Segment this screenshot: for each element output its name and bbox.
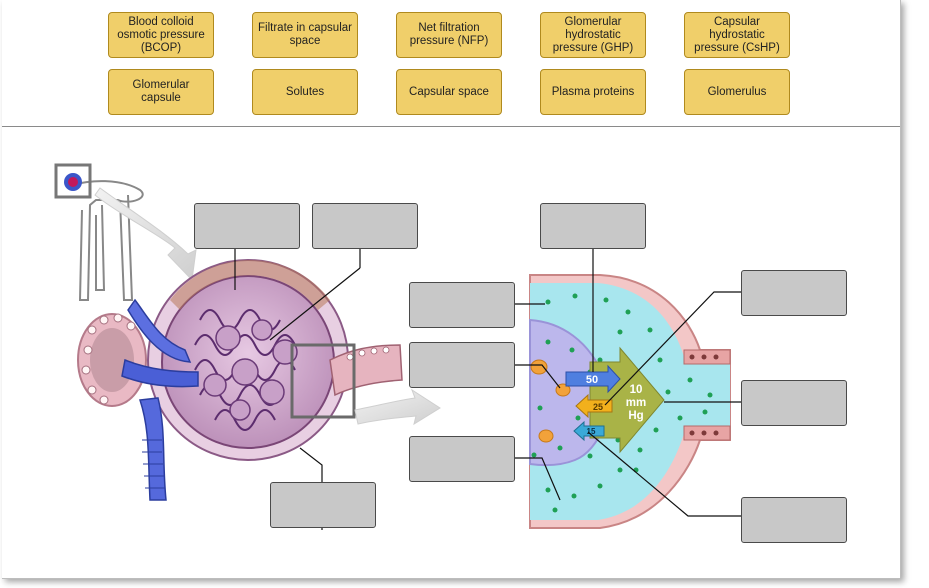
ghp-value: 50 bbox=[586, 374, 598, 386]
drop-slot-10[interactable] bbox=[741, 497, 847, 543]
renal-corpuscle-illustration bbox=[77, 259, 403, 501]
zoom-arrow-1 bbox=[94, 187, 197, 282]
zoom-box bbox=[290, 343, 356, 419]
nfp-unit-mm: mm bbox=[626, 397, 646, 409]
drop-slot-9[interactable] bbox=[741, 380, 847, 426]
nfp-value: 10 bbox=[630, 384, 643, 396]
chip-cshp[interactable]: Capsular hydrostatic pressure (CsHP) bbox=[684, 12, 790, 58]
drop-slot-7[interactable] bbox=[540, 203, 646, 249]
drop-slot-8[interactable] bbox=[741, 270, 847, 316]
drop-slot-1[interactable] bbox=[194, 203, 300, 249]
cshp-value: 15 bbox=[587, 427, 596, 436]
drop-slot-2[interactable] bbox=[312, 203, 418, 249]
drop-slot-4[interactable] bbox=[409, 282, 515, 328]
divider bbox=[2, 126, 900, 127]
zoom-arrow-2 bbox=[354, 388, 441, 426]
chip-bcop[interactable]: Blood colloid osmotic pressure (BCOP) bbox=[108, 12, 214, 58]
nephron-thumbnail bbox=[54, 163, 144, 301]
chip-solutes[interactable]: Solutes bbox=[252, 69, 358, 115]
chip-nfp[interactable]: Net filtration pressure (NFP) bbox=[396, 12, 502, 58]
bcop-value: 25 bbox=[593, 402, 603, 412]
chip-plasma-proteins[interactable]: Plasma proteins bbox=[540, 69, 646, 115]
drop-slot-6[interactable] bbox=[409, 436, 515, 482]
chip-glomerular-capsule[interactable]: Glomerular capsule bbox=[108, 69, 214, 115]
drop-slot-3[interactable] bbox=[270, 482, 376, 528]
chip-ghp[interactable]: Glomerular hydrostatic pressure (GHP) bbox=[540, 12, 646, 58]
chip-filtrate-in-capsular-space[interactable]: Filtrate in capsular space bbox=[252, 12, 358, 58]
drop-slot-5[interactable] bbox=[409, 342, 515, 388]
nfp-unit-hg: Hg bbox=[628, 410, 643, 422]
chip-capsular-space[interactable]: Capsular space bbox=[396, 69, 502, 115]
filtration-membrane-detail: 10 mm Hg 50 25 15 bbox=[529, 274, 731, 529]
chip-glomerulus[interactable]: Glomerulus bbox=[684, 69, 790, 115]
